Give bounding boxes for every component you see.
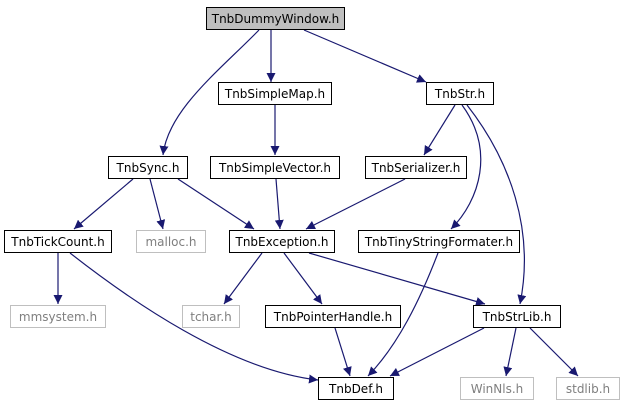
- node-stdlib[interactable]: stdlib.h: [556, 377, 620, 400]
- edge-pointerhandle-def: [334, 327, 352, 377]
- edge-str-strlib: [466, 104, 527, 305]
- edge-sync-malloc: [149, 178, 166, 230]
- edge-simplevector-exception: [274, 178, 284, 230]
- edge-sync-tickcount: [73, 178, 134, 230]
- edge-serializer-exception: [305, 178, 406, 230]
- node-mmsystem[interactable]: mmsystem.h: [10, 305, 106, 328]
- node-tnb-serializer[interactable]: TnbSerializer.h: [365, 156, 467, 179]
- edge-strlib-def: [389, 327, 485, 377]
- edge-str-serializer: [423, 104, 456, 156]
- node-tnb-simple-vector[interactable]: TnbSimpleVector.h: [210, 156, 340, 179]
- edge-strlib-winnls: [503, 327, 517, 377]
- edge-exception-tchar: [223, 252, 263, 305]
- edge-exception-pointerhandle: [283, 252, 323, 305]
- node-tnb-simple-map[interactable]: TnbSimpleMap.h: [218, 82, 332, 105]
- edge-dummywindow-str: [303, 29, 427, 83]
- node-tnb-tick-count[interactable]: TnbTickCount.h: [4, 230, 112, 253]
- node-tnb-str[interactable]: TnbStr.h: [426, 82, 494, 105]
- edge-tinystringformater-def: [367, 252, 439, 377]
- node-tchar[interactable]: tchar.h: [182, 305, 240, 328]
- edge-strlib-stdlib: [529, 327, 579, 377]
- edge-dummywindow-sync: [159, 29, 260, 156]
- node-malloc[interactable]: malloc.h: [136, 230, 206, 253]
- node-tnb-tiny-string-formater[interactable]: TnbTinyStringFormater.h: [358, 230, 520, 253]
- node-tnb-exception[interactable]: TnbException.h: [229, 230, 335, 253]
- node-tnb-dummy-window[interactable]: TnbDummyWindow.h: [206, 7, 345, 30]
- node-tnb-sync[interactable]: TnbSync.h: [108, 156, 188, 179]
- edge-exception-strlib: [308, 252, 486, 306]
- node-tnb-str-lib[interactable]: TnbStrLib.h: [473, 305, 561, 328]
- node-tnb-def[interactable]: TnbDef.h: [318, 377, 394, 400]
- node-tnb-pointer-handle[interactable]: TnbPointerHandle.h: [265, 305, 401, 328]
- node-winnls[interactable]: WinNls.h: [460, 377, 534, 400]
- edge-str-tinystringformater: [450, 104, 482, 230]
- edge-tickcount-def: [69, 252, 319, 384]
- edge-sync-exception: [177, 178, 255, 230]
